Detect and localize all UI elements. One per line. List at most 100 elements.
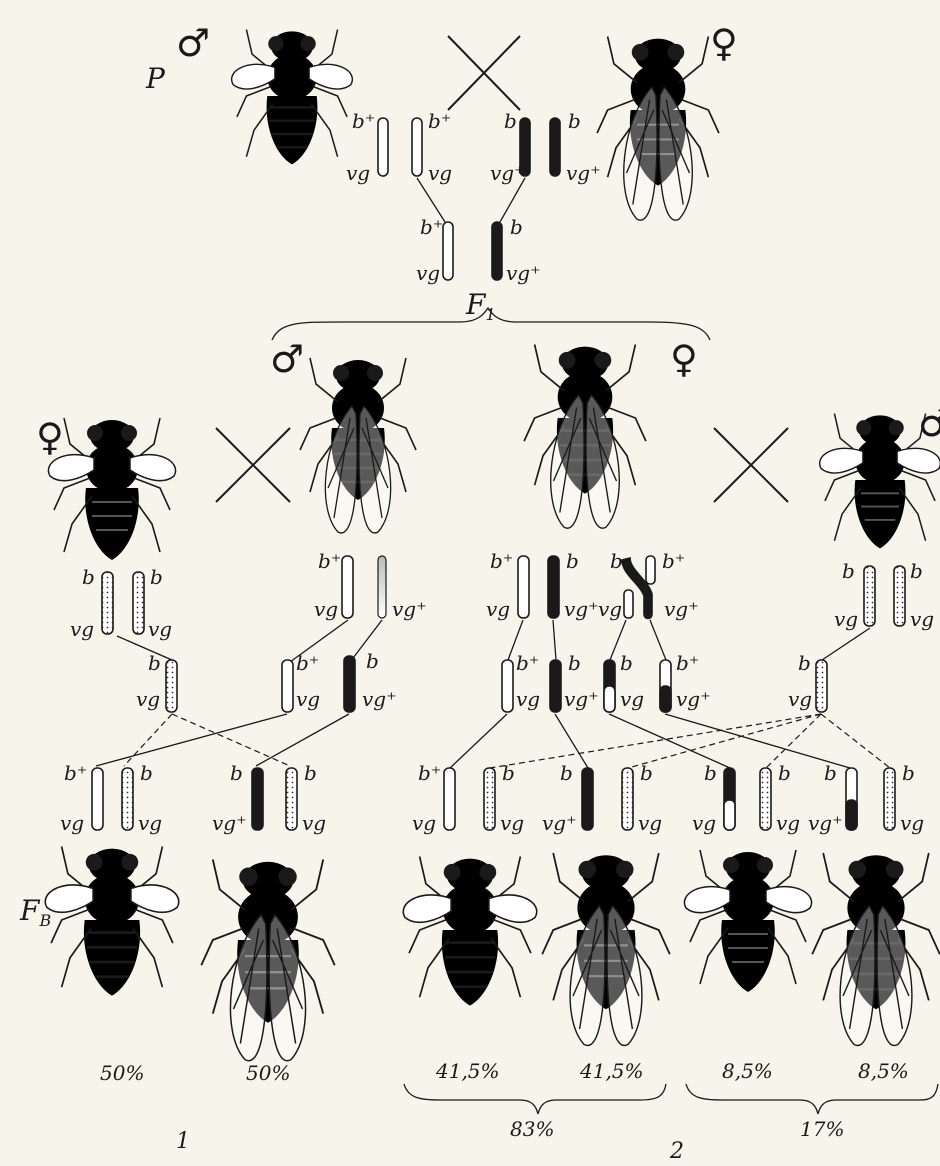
allele-label: b — [140, 761, 153, 785]
male-symbol-testcross-2: ♂ — [918, 401, 940, 445]
allele-label: vg⁺ — [490, 161, 525, 185]
allele-label: b — [366, 649, 379, 673]
chromosomes-cross1-male — [342, 556, 386, 618]
fly-fb2-black-normal — [542, 853, 670, 1045]
allele-label: b⁺ — [428, 109, 451, 133]
male-symbol-f1: ♂ — [270, 337, 304, 381]
brace-17 — [686, 1084, 938, 1114]
chromosomes-p — [378, 118, 560, 176]
allele-label: b — [704, 761, 717, 785]
percent-cross1-a: 50% — [100, 1061, 144, 1085]
allele-label: vg — [148, 617, 172, 641]
allele-label: b — [902, 761, 915, 785]
allele-label: b⁺ — [676, 651, 699, 675]
allele-label: b — [510, 215, 523, 239]
allele-label: vg — [314, 597, 338, 621]
allele-label: vg — [900, 811, 924, 835]
allele-label: b — [566, 549, 579, 573]
cross-icon-1 — [216, 428, 290, 502]
gamete-cross1-male-b — [344, 656, 355, 712]
allele-label: vg — [486, 597, 510, 621]
female-symbol-testcross-1: ♀ — [36, 415, 64, 459]
allele-label: b — [150, 565, 163, 589]
cross-icon-2 — [714, 428, 788, 502]
allele-label: vg — [70, 617, 94, 641]
fly-testcross-female-black-vestigial — [48, 418, 175, 560]
allele-label: b⁺ — [64, 761, 87, 785]
allele-label: vg — [136, 687, 160, 711]
fly-fb2-black-vestigial — [684, 850, 811, 992]
fly-fb1-grey-vestigial — [45, 847, 178, 996]
allele-label: b — [824, 761, 837, 785]
allele-label: b — [842, 559, 855, 583]
male-symbol-p: ♂ — [176, 21, 210, 65]
chromosomes-cross1-female — [102, 572, 144, 634]
female-symbol-f1: ♀ — [670, 337, 698, 381]
allele-label: b⁺ — [418, 761, 441, 785]
allele-label: b — [560, 761, 573, 785]
allele-label: vg⁺ — [564, 597, 599, 621]
label-f1: F1 — [465, 288, 496, 324]
fly-f1-female — [524, 345, 646, 529]
allele-label: vg — [598, 597, 622, 621]
allele-label: vg⁺ — [564, 687, 599, 711]
allele-label: vg — [620, 687, 644, 711]
gametes-cross2 — [502, 660, 827, 712]
allele-label: b — [82, 565, 95, 589]
allele-label: b — [502, 761, 515, 785]
percent-cross2-b: 41,5% — [579, 1059, 644, 1083]
allele-label: b — [778, 761, 791, 785]
panel-number-2: 2 — [669, 1139, 684, 1164]
brace-f1 — [272, 308, 710, 340]
allele-label: b⁺ — [490, 549, 513, 573]
allele-label: b⁺ — [296, 651, 319, 675]
allele-label: b — [504, 109, 517, 133]
percent-cross2-d: 8,5% — [858, 1059, 909, 1083]
allele-label: vg⁺ — [506, 261, 541, 285]
chromosomes-cross1-offspring — [92, 768, 297, 830]
allele-label: vg — [776, 811, 800, 835]
fly-f1-male — [300, 358, 416, 533]
percent-cross2-c: 8,5% — [722, 1059, 773, 1083]
allele-label: vg — [428, 161, 452, 185]
allele-label: b⁺ — [318, 549, 341, 573]
allele-label: b — [640, 761, 653, 785]
allele-label: vg⁺ — [392, 597, 427, 621]
allele-label: vg⁺ — [808, 811, 843, 835]
allele-label: vg — [296, 687, 320, 711]
allele-label: vg⁺ — [664, 597, 699, 621]
allele-label: b⁺ — [420, 215, 443, 239]
label-fb-subscript: B — [38, 911, 51, 930]
allele-label: b — [568, 109, 581, 133]
allele-label: vg — [60, 811, 84, 835]
label-parental: P — [145, 62, 166, 95]
allele-label: b⁺ — [662, 549, 685, 573]
female-symbol-p: ♀ — [710, 21, 738, 65]
allele-label: b⁺ — [516, 651, 539, 675]
allele-label: vg⁺ — [566, 161, 601, 185]
allele-label: b — [798, 651, 811, 675]
panel-number-1: 1 — [176, 1129, 190, 1154]
fly-fb1-black-normal — [201, 860, 334, 1061]
allele-label: vg — [500, 811, 524, 835]
cross-icon-p — [448, 36, 520, 110]
allele-label: vg — [638, 811, 662, 835]
allele-label: vg⁺ — [542, 811, 577, 835]
fly-fb2-grey-normal — [812, 853, 940, 1045]
chromosomes-cross2-male — [864, 566, 905, 626]
chromosomes-f1 — [443, 222, 502, 280]
allele-label: vg⁺ — [212, 811, 247, 835]
label-fb-letter: F — [19, 894, 41, 927]
fly-p-female-black — [597, 37, 719, 221]
allele-label: b — [304, 761, 317, 785]
gamete-cross1-female — [166, 660, 177, 712]
allele-label: vg — [346, 161, 370, 185]
allele-label: vg — [138, 811, 162, 835]
allele-label: b — [568, 651, 581, 675]
allele-label: vg⁺ — [362, 687, 397, 711]
allele-label: vg — [416, 261, 440, 285]
allele-label: b — [148, 651, 161, 675]
allele-label: vg — [302, 811, 326, 835]
fly-p-male-vestigial — [232, 29, 353, 164]
